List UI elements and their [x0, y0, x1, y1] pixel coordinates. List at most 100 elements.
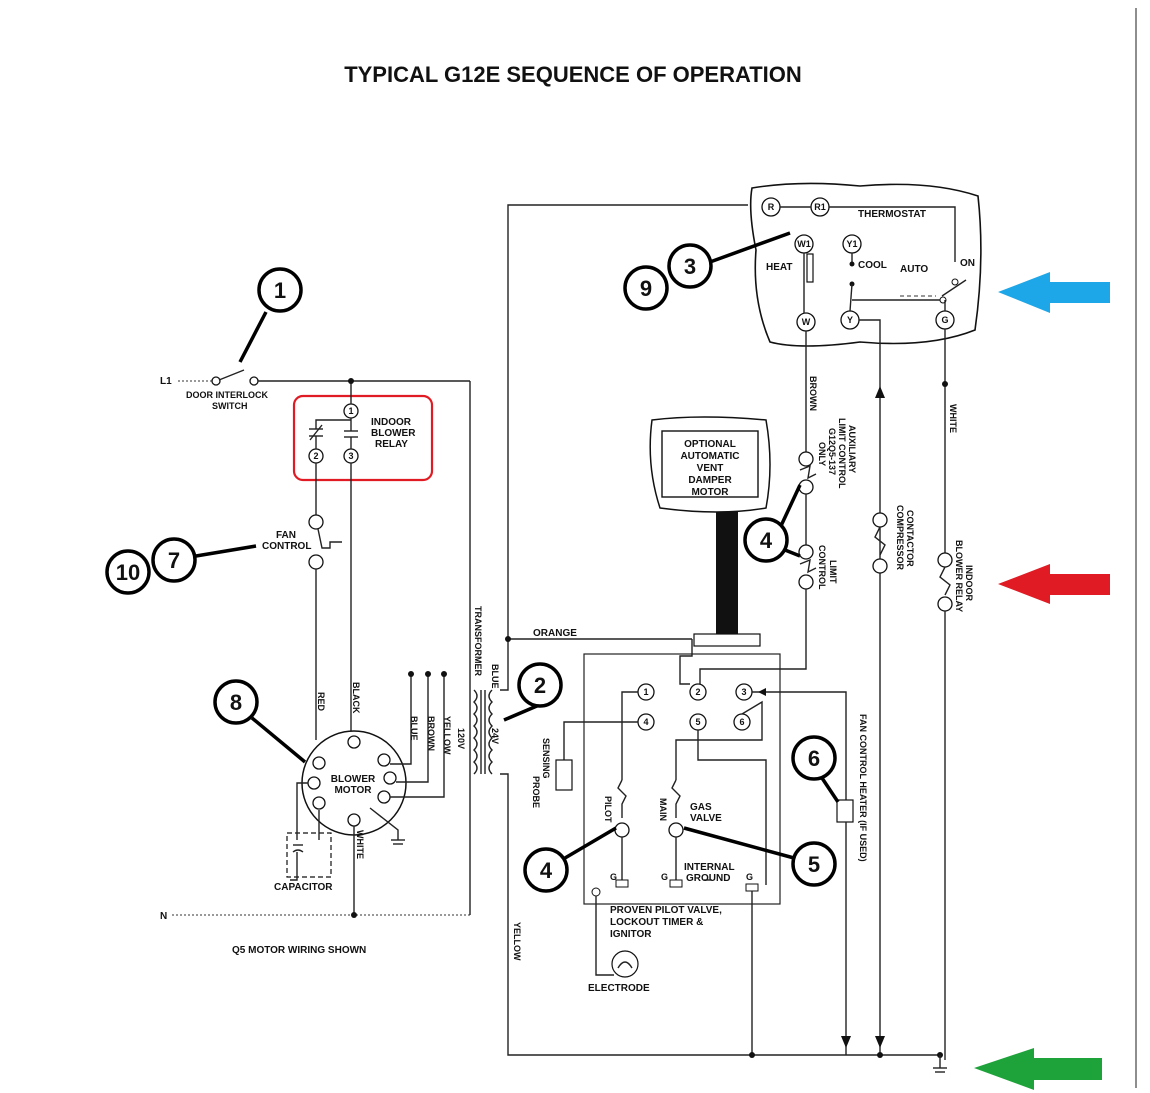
blower-motor-label-2: MOTOR — [334, 785, 372, 796]
cool-label: COOL — [858, 260, 887, 271]
callout-10-label: 10 — [116, 560, 140, 585]
callout-10 — [105, 549, 151, 595]
door-switch-label-2: SWITCH — [212, 401, 248, 411]
n-label: N — [160, 911, 167, 922]
wire-yellow-motor: YELLOW — [442, 716, 452, 755]
callout-3 — [667, 243, 713, 289]
wire-white-thermostat: WHITE — [948, 404, 958, 433]
proven-label-3: IGNITOR — [610, 929, 652, 940]
on-label: ON — [960, 258, 975, 269]
callout-6-label: 6 — [808, 746, 820, 771]
control-terminal-1: 1 — [643, 687, 648, 697]
compressor-label-1: COMPRESSOR — [895, 505, 905, 571]
callout-9-label: 9 — [640, 276, 652, 301]
red-arrow — [998, 564, 1110, 604]
pilot-label: PILOT — [603, 796, 613, 823]
callout-1-label: 1 — [274, 278, 286, 303]
thermostat-label: THERMOSTAT — [858, 209, 926, 220]
callout-4-limits — [743, 517, 789, 563]
callout-1 — [257, 267, 303, 313]
transformer-24v: 24V — [490, 728, 500, 744]
transformer-120v: 120V — [456, 728, 466, 749]
callout-3-label: 3 — [684, 254, 696, 279]
internal-ground-label-2: GROUND — [686, 873, 730, 884]
electrode-label: ELECTRODE — [588, 983, 650, 994]
wire-brown-motor: BROWN — [426, 716, 436, 751]
terminal-w: W — [802, 317, 811, 327]
auto-label: AUTO — [900, 264, 928, 275]
damper-label-5: MOTOR — [691, 487, 729, 498]
sensing-label-1: SENSING — [541, 738, 551, 779]
control-terminal-6: 6 — [739, 717, 744, 727]
wire-red-motor: RED — [316, 692, 326, 712]
aux-limit-label-3: G12Q5-137 — [827, 428, 837, 475]
control-terminal-5: 5 — [695, 717, 700, 727]
terminal-r: R — [768, 202, 775, 212]
proven-label-1: PROVEN PILOT VALVE, — [610, 905, 722, 916]
relay-label-2: BLOWER — [371, 428, 416, 439]
aux-limit-label-1: AUXILIARY — [847, 425, 857, 473]
ibr-label-2: BLOWER RELAY — [954, 540, 964, 612]
aux-limit-label-4: ONLY — [817, 442, 827, 466]
callout-9 — [623, 265, 669, 311]
callout-4-pilot-label: 4 — [540, 858, 553, 883]
wire-yellow-secondary: YELLOW — [512, 922, 522, 961]
damper-motor-outline — [649, 416, 771, 513]
green-arrow — [974, 1048, 1102, 1090]
wire-brown-thermostat: BROWN — [808, 376, 818, 411]
callout-5 — [791, 841, 837, 887]
relay-terminal-1: 1 — [348, 406, 353, 416]
callout-8-label: 8 — [230, 690, 242, 715]
callout-4-pilot — [523, 847, 569, 893]
sensing-label-2: PROBE — [531, 776, 541, 808]
damper-label-2: AUTOMATIC — [680, 451, 739, 462]
diagram-title: TYPICAL G12E SEQUENCE OF OPERATION — [344, 62, 802, 87]
terminal-w1: W1 — [797, 239, 811, 249]
pilot-g-label: G — [610, 872, 617, 882]
motor-wiring-note: Q5 MOTOR WIRING SHOWN — [232, 945, 366, 956]
callout-7 — [151, 537, 197, 583]
wire-black-motor: BLACK — [351, 682, 361, 714]
control-terminal-3: 3 — [741, 687, 746, 697]
callout-5-label: 5 — [808, 852, 820, 877]
relay-terminal-2: 2 — [313, 451, 318, 461]
blower-motor-label-1: BLOWER — [331, 774, 376, 785]
limit-label-2: CONTROL — [817, 545, 827, 590]
limit-label-1: LIMIT — [828, 560, 838, 584]
relay-label-1: INDOOR — [371, 417, 412, 428]
control-terminal-2: 2 — [695, 687, 700, 697]
thermostat-outline — [749, 182, 982, 347]
callout-4-limits-label: 4 — [760, 528, 773, 553]
callout-2-label: 2 — [534, 673, 546, 698]
callout-6 — [791, 735, 837, 781]
wire-blue-motor: BLUE — [409, 716, 419, 741]
indoor-blower-relay-highlight — [292, 394, 434, 482]
capacitor-label: CAPACITOR — [274, 882, 333, 893]
callout-2 — [517, 662, 563, 708]
fan-control-label-1: FAN — [276, 530, 296, 541]
control-box — [583, 653, 781, 905]
fan-heater-label: FAN CONTROL HEATER (IF USED) — [858, 714, 868, 862]
fan-control-label-2: CONTROL — [262, 541, 311, 552]
wire-orange: ORANGE — [533, 628, 577, 639]
damper-label-4: DAMPER — [688, 475, 732, 486]
damper-label-1: OPTIONAL — [684, 439, 736, 450]
l1-label: L1 — [160, 376, 172, 387]
relay-terminal-3: 3 — [348, 451, 353, 461]
terminal-y: Y — [847, 315, 853, 325]
transformer-label: TRANSFORMER — [473, 606, 483, 676]
callout-7-label: 7 — [168, 548, 180, 573]
compressor-label-2: CONTACTOR — [905, 510, 915, 567]
ground-g-label: G — [746, 872, 753, 882]
ibr-label-1: INDOOR — [964, 565, 974, 602]
terminal-r1: R1 — [814, 202, 826, 212]
proven-label-2: LOCKOUT TIMER & — [610, 917, 703, 928]
damper-harness — [716, 512, 738, 634]
control-terminal-4: 4 — [643, 717, 648, 727]
callout-8 — [213, 679, 259, 725]
heat-label: HEAT — [766, 262, 792, 273]
main-label: MAIN — [658, 798, 668, 821]
terminal-y1: Y1 — [846, 239, 857, 249]
internal-ground-label-1: INTERNAL — [684, 862, 735, 873]
